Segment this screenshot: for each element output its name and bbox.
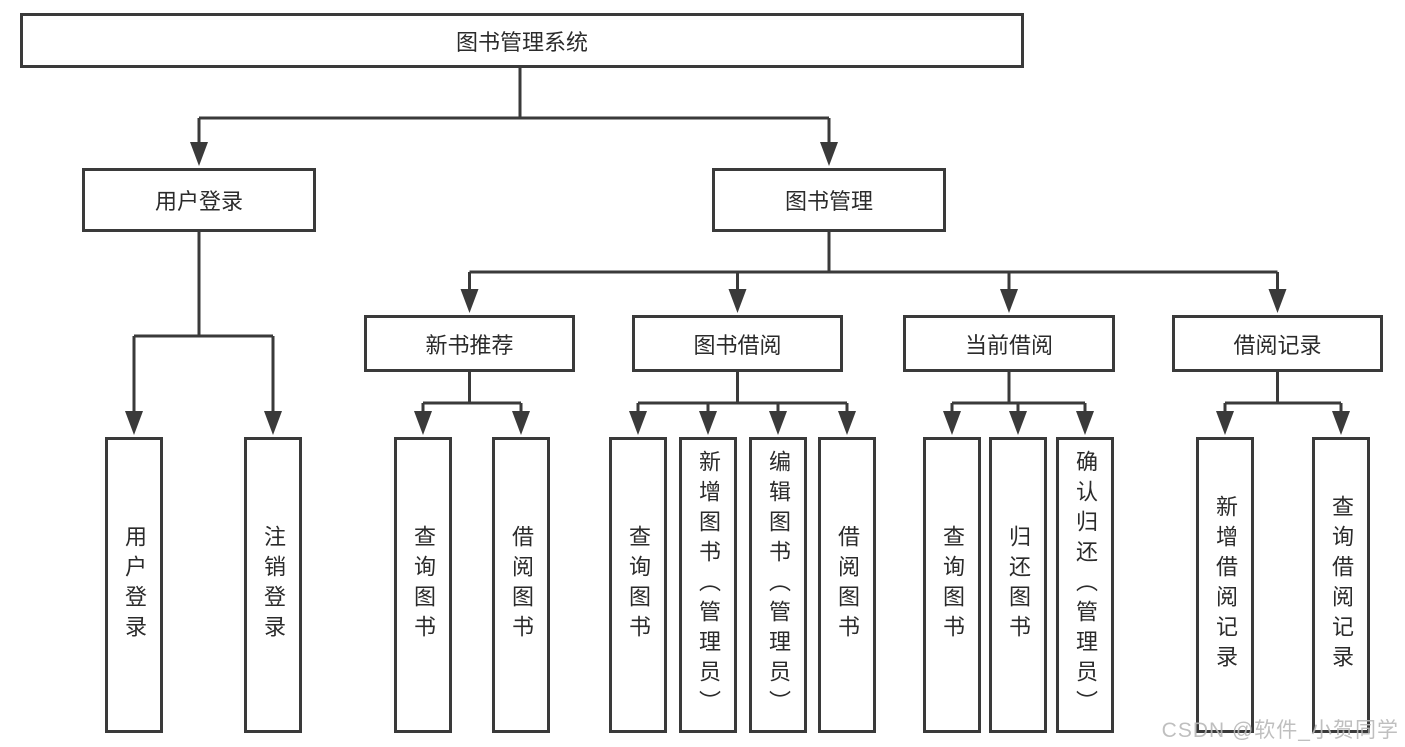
- node-new-book-recommendation: 新书推荐: [364, 315, 575, 372]
- node-current-borrowing: 当前借阅: [903, 315, 1115, 372]
- leaf-return-book: 归还图书: [989, 437, 1047, 733]
- leaf-edit-book-admin: 编辑图书（管理员）: [749, 437, 807, 733]
- leaf-query-books-borrowing: 查询图书: [609, 437, 667, 733]
- leaf-query-books-recommend: 查询图书: [394, 437, 452, 733]
- leaf-add-book-admin: 新增图书（管理员）: [679, 437, 737, 733]
- leaf-query-borrow-record: 查询借阅记录: [1312, 437, 1370, 733]
- leaf-add-borrow-record: 新增借阅记录: [1196, 437, 1254, 733]
- edge-book-mgmt-to-level3: [468, 232, 1279, 291]
- edge-new-rec-to-leaves: [421, 372, 523, 413]
- leaf-user-login: 用户登录: [105, 437, 163, 733]
- edge-user-login-to-leaves: [132, 232, 275, 413]
- leaf-logout: 注销登录: [244, 437, 302, 733]
- csdn-watermark: CSDN @软件_小贺同学: [1161, 719, 1399, 742]
- leaf-borrow-books-recommend: 借阅图书: [492, 437, 550, 733]
- edge-records-to-leaves: [1223, 372, 1343, 413]
- leaf-borrow-books: 借阅图书: [818, 437, 876, 733]
- edge-root-to-level2: [197, 68, 831, 146]
- node-book-management: 图书管理: [712, 168, 946, 232]
- node-user-login: 用户登录: [82, 168, 316, 232]
- leaf-confirm-return-admin: 确认归还（管理员）: [1056, 437, 1114, 733]
- edge-borrowing-to-leaves: [636, 372, 849, 413]
- node-book-borrowing: 图书借阅: [632, 315, 843, 372]
- node-library-management-system: 图书管理系统: [20, 13, 1024, 68]
- node-borrow-records: 借阅记录: [1172, 315, 1383, 372]
- leaf-query-books-current: 查询图书: [923, 437, 981, 733]
- edge-current-to-leaves: [950, 372, 1087, 413]
